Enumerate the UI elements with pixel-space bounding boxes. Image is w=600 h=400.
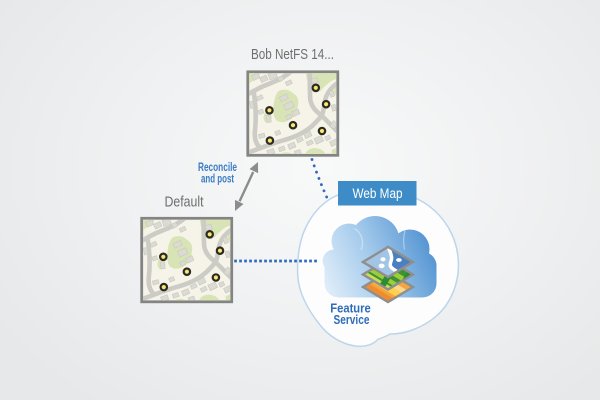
svg-text:Reconcile: Reconcile <box>198 162 237 174</box>
svg-text:and post: and post <box>201 174 234 186</box>
svg-text:Web Map: Web Map <box>353 186 403 201</box>
svg-text:Feature: Feature <box>330 301 371 315</box>
svg-text:Default: Default <box>165 194 205 211</box>
svg-text:Bob NetFS 14...: Bob NetFS 14... <box>251 46 334 63</box>
svg-text:Service: Service <box>334 313 370 327</box>
